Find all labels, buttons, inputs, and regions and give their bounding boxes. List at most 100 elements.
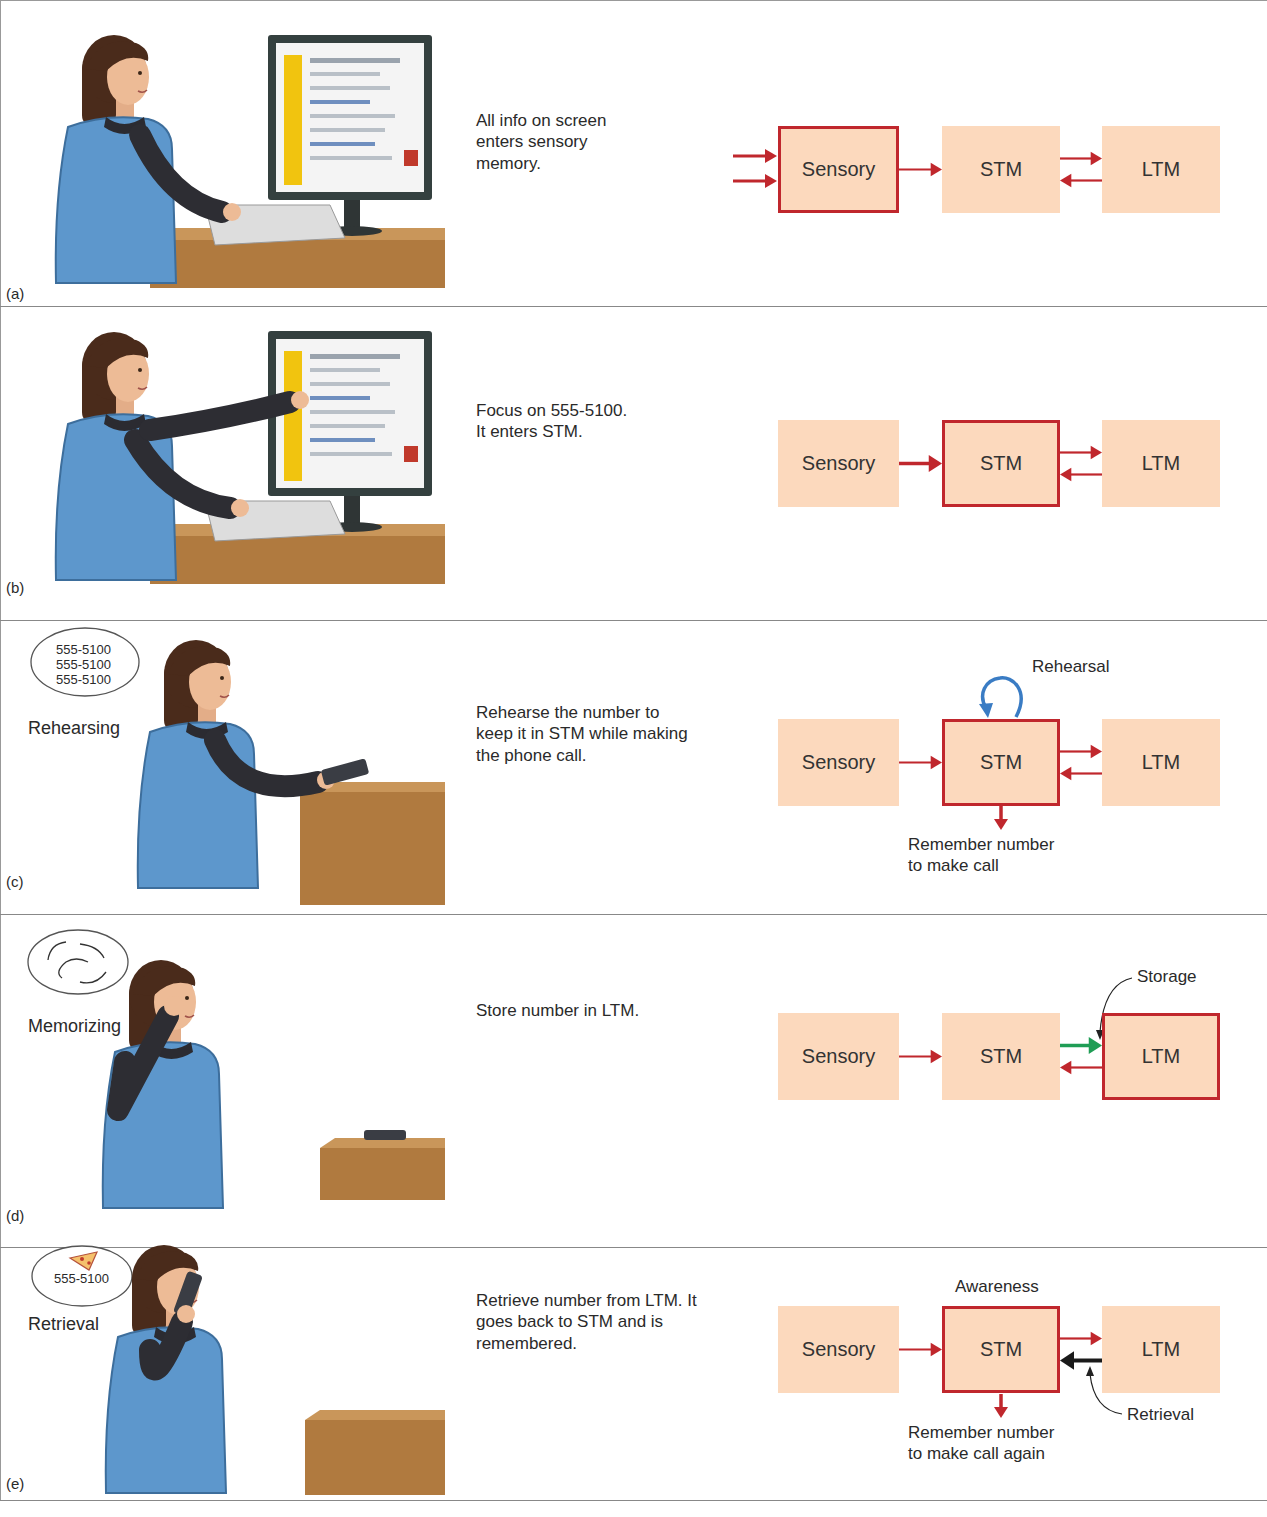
- bubble-number: 555-5100: [56, 672, 111, 688]
- pizza-topping: [87, 1261, 91, 1265]
- desk-top: [305, 1410, 445, 1420]
- hand: [231, 499, 249, 517]
- arm: [150, 1322, 182, 1370]
- panel-letter: (d): [6, 1207, 24, 1226]
- panel-separator: [0, 914, 1267, 915]
- panel-separator: [0, 1500, 1267, 1501]
- bubble-number: 555-5100: [56, 642, 111, 658]
- pizza-topping: [80, 1257, 84, 1261]
- output-arrow: [999, 806, 1003, 820]
- arrow-shaft: [1060, 750, 1092, 752]
- arrow-shaft: [899, 761, 932, 763]
- memory-store-box: Sensory: [778, 126, 899, 213]
- step-description: Retrieve number from LTM. It goes back t…: [476, 1290, 706, 1354]
- arrow-shaft: [899, 1348, 932, 1350]
- memory-store-box: Sensory: [778, 1013, 899, 1100]
- output-arrowhead: [994, 1407, 1008, 1418]
- thought-arrow: [80, 944, 104, 958]
- process-label: Rehearsal: [1032, 656, 1110, 677]
- arrowhead: [1060, 174, 1071, 188]
- panel-letter: (b): [6, 579, 24, 598]
- input-arrowhead: [765, 174, 777, 188]
- store-name: STM: [980, 751, 1022, 774]
- input-arrow: [733, 180, 766, 183]
- arrow-shaft: [1060, 1337, 1092, 1339]
- memory-store-box: Sensory: [778, 719, 899, 806]
- store-name: LTM: [1142, 1338, 1181, 1361]
- memory-store-box: STM: [942, 420, 1060, 507]
- store-name: Sensory: [802, 1338, 875, 1361]
- leader-arrowhead: [1086, 1366, 1094, 1376]
- desk-front: [300, 792, 445, 905]
- frame-line: [0, 0, 1, 1500]
- arrow-shaft: [1060, 157, 1092, 159]
- arrow-shaft: [899, 1055, 932, 1057]
- store-name: STM: [980, 1338, 1022, 1361]
- outcome-label: Remember number to make call: [908, 834, 1058, 877]
- memory-store-box: LTM: [1102, 420, 1220, 507]
- speech-bubble: [31, 628, 139, 696]
- state-label: Awareness: [955, 1276, 1039, 1297]
- arrowhead: [931, 1050, 942, 1064]
- activity-label: Memorizing: [28, 1015, 121, 1038]
- panel-separator: [0, 620, 1267, 621]
- store-name: Sensory: [802, 751, 875, 774]
- arrowhead: [1060, 1061, 1071, 1075]
- input-arrowhead: [765, 149, 777, 163]
- arrowhead: [929, 455, 942, 472]
- arrowhead: [1060, 1351, 1074, 1369]
- memory-store-box: STM: [942, 1013, 1060, 1100]
- activity-label: Rehearsing: [28, 717, 120, 740]
- arrowhead: [1091, 152, 1102, 166]
- arrowhead: [1089, 1037, 1102, 1054]
- arrowhead: [931, 163, 942, 177]
- output-arrowhead: [994, 819, 1008, 830]
- computer-desk: [150, 331, 445, 584]
- panel-letter: (a): [6, 285, 24, 304]
- flow-arrow: [1060, 446, 1102, 460]
- flow-arrow: [1060, 745, 1102, 759]
- arrowhead: [931, 756, 942, 770]
- hand: [164, 996, 184, 1016]
- bubble-number: 555-5100: [56, 657, 111, 673]
- flow-arrow: [1060, 1061, 1102, 1075]
- memory-store-box: LTM: [1102, 719, 1220, 806]
- activity-label: Retrieval: [28, 1313, 99, 1336]
- memory-store-box: LTM: [1102, 126, 1220, 213]
- arrowhead: [1060, 468, 1071, 482]
- arm: [135, 440, 230, 508]
- flow-arrow: [899, 1050, 942, 1064]
- arm: [140, 135, 222, 212]
- store-name: Sensory: [802, 158, 875, 181]
- arm: [150, 402, 290, 430]
- phone: [321, 758, 370, 785]
- hand: [223, 203, 241, 221]
- store-name: Sensory: [802, 1045, 875, 1068]
- arrowhead: [1091, 446, 1102, 460]
- step-description: Store number in LTM.: [476, 1000, 639, 1021]
- flow-arrow: [1060, 468, 1102, 482]
- speech-bubble: [32, 1246, 132, 1306]
- arrowhead: [1060, 767, 1071, 781]
- thought-arrow: [48, 942, 66, 960]
- flow-arrow: [899, 455, 942, 472]
- thought-arrow: [80, 972, 106, 983]
- store-name: LTM: [1142, 1045, 1181, 1068]
- frame-line: [0, 0, 1267, 1]
- woman-figure: [106, 1245, 226, 1493]
- memory-store-box: Sensory: [778, 1306, 899, 1393]
- memory-store-box: STM: [942, 126, 1060, 213]
- store-name: STM: [980, 452, 1022, 475]
- memory-store-box: LTM: [1102, 1013, 1220, 1100]
- arrow-shaft: [899, 462, 930, 466]
- thought-arrow: [59, 959, 88, 978]
- arrow-shaft: [1070, 473, 1102, 475]
- bubble-number: 555-5100: [54, 1271, 109, 1287]
- rehearsal-arrowhead: [979, 703, 993, 718]
- panel-letter: (c): [6, 873, 24, 892]
- flow-arrow: [1060, 1037, 1102, 1054]
- store-name: LTM: [1142, 158, 1181, 181]
- flow-arrow: [1060, 174, 1102, 188]
